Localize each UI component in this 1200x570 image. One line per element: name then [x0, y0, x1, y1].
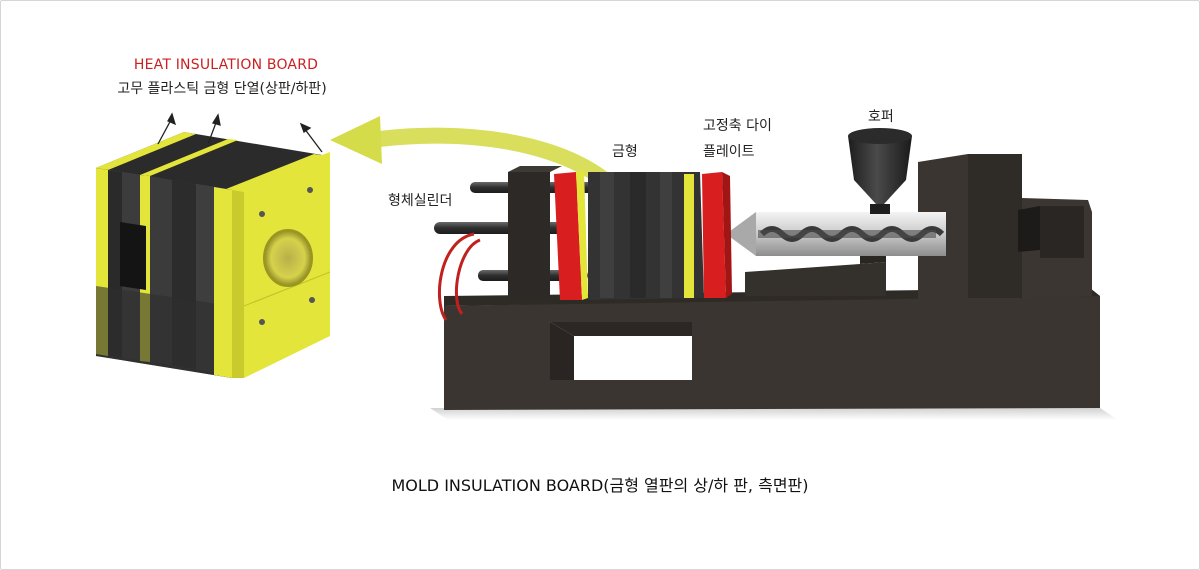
- label-hopper: 호퍼: [868, 109, 894, 125]
- hydraulic-hose-2: [454, 238, 481, 315]
- cube-pointer-arrows: [157, 112, 323, 153]
- label-die-plate-line1: 고정축 다이: [703, 118, 772, 134]
- red-platen-left: [554, 172, 582, 300]
- nozzle: [726, 212, 756, 256]
- hopper: [848, 136, 912, 204]
- board-subtitle: 고무 플라스틱 금형 단열(상판/하판): [117, 81, 327, 97]
- red-platen-right: [702, 172, 726, 298]
- injection-machine: [430, 128, 1118, 420]
- hydraulic-hose-1: [438, 232, 475, 321]
- label-die-plate-line2: 플레이트: [703, 144, 755, 160]
- machine-base: [444, 294, 1100, 410]
- board-title: HEAT INSULATION BOARD: [133, 57, 319, 73]
- cube-center-hole: [264, 230, 312, 286]
- label-cylinder: 형체실린더: [388, 193, 453, 209]
- moving-platen: [508, 172, 550, 300]
- cube-top-strip-mid: [140, 139, 238, 176]
- transfer-arrow: [330, 116, 620, 194]
- diagram-caption: MOLD INSULATION BOARD(금형 열판의 상/하 판, 측면판): [391, 476, 809, 495]
- cube-top-strip-left: [96, 132, 196, 170]
- label-mold: 금형: [612, 144, 638, 160]
- tie-rod-mid: [434, 222, 574, 234]
- insulation-board-cube: [96, 132, 331, 378]
- cube-window: [120, 222, 146, 290]
- screw: [759, 226, 945, 242]
